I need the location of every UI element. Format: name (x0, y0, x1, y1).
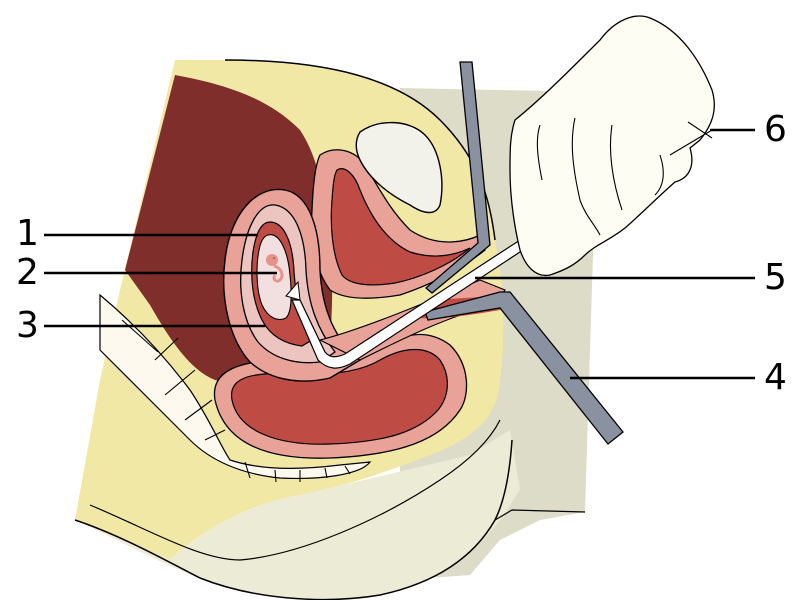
label-1: 1 (16, 213, 39, 254)
speculum-upper-blade (424, 61, 491, 294)
label-4: 4 (764, 357, 787, 398)
label-6: 6 (764, 109, 787, 150)
bladder-lumen (330, 168, 471, 286)
pubic-bone (355, 121, 443, 214)
speculum-lower-blade (424, 291, 624, 445)
label-5: 5 (764, 257, 787, 298)
buttock-region (75, 430, 520, 599)
label-2: 2 (16, 252, 39, 293)
sacrum-bone (99, 293, 372, 479)
gloved-hand (509, 15, 715, 277)
label-3: 3 (16, 305, 39, 346)
embryo (266, 254, 284, 283)
label-leader-lines (44, 128, 755, 380)
